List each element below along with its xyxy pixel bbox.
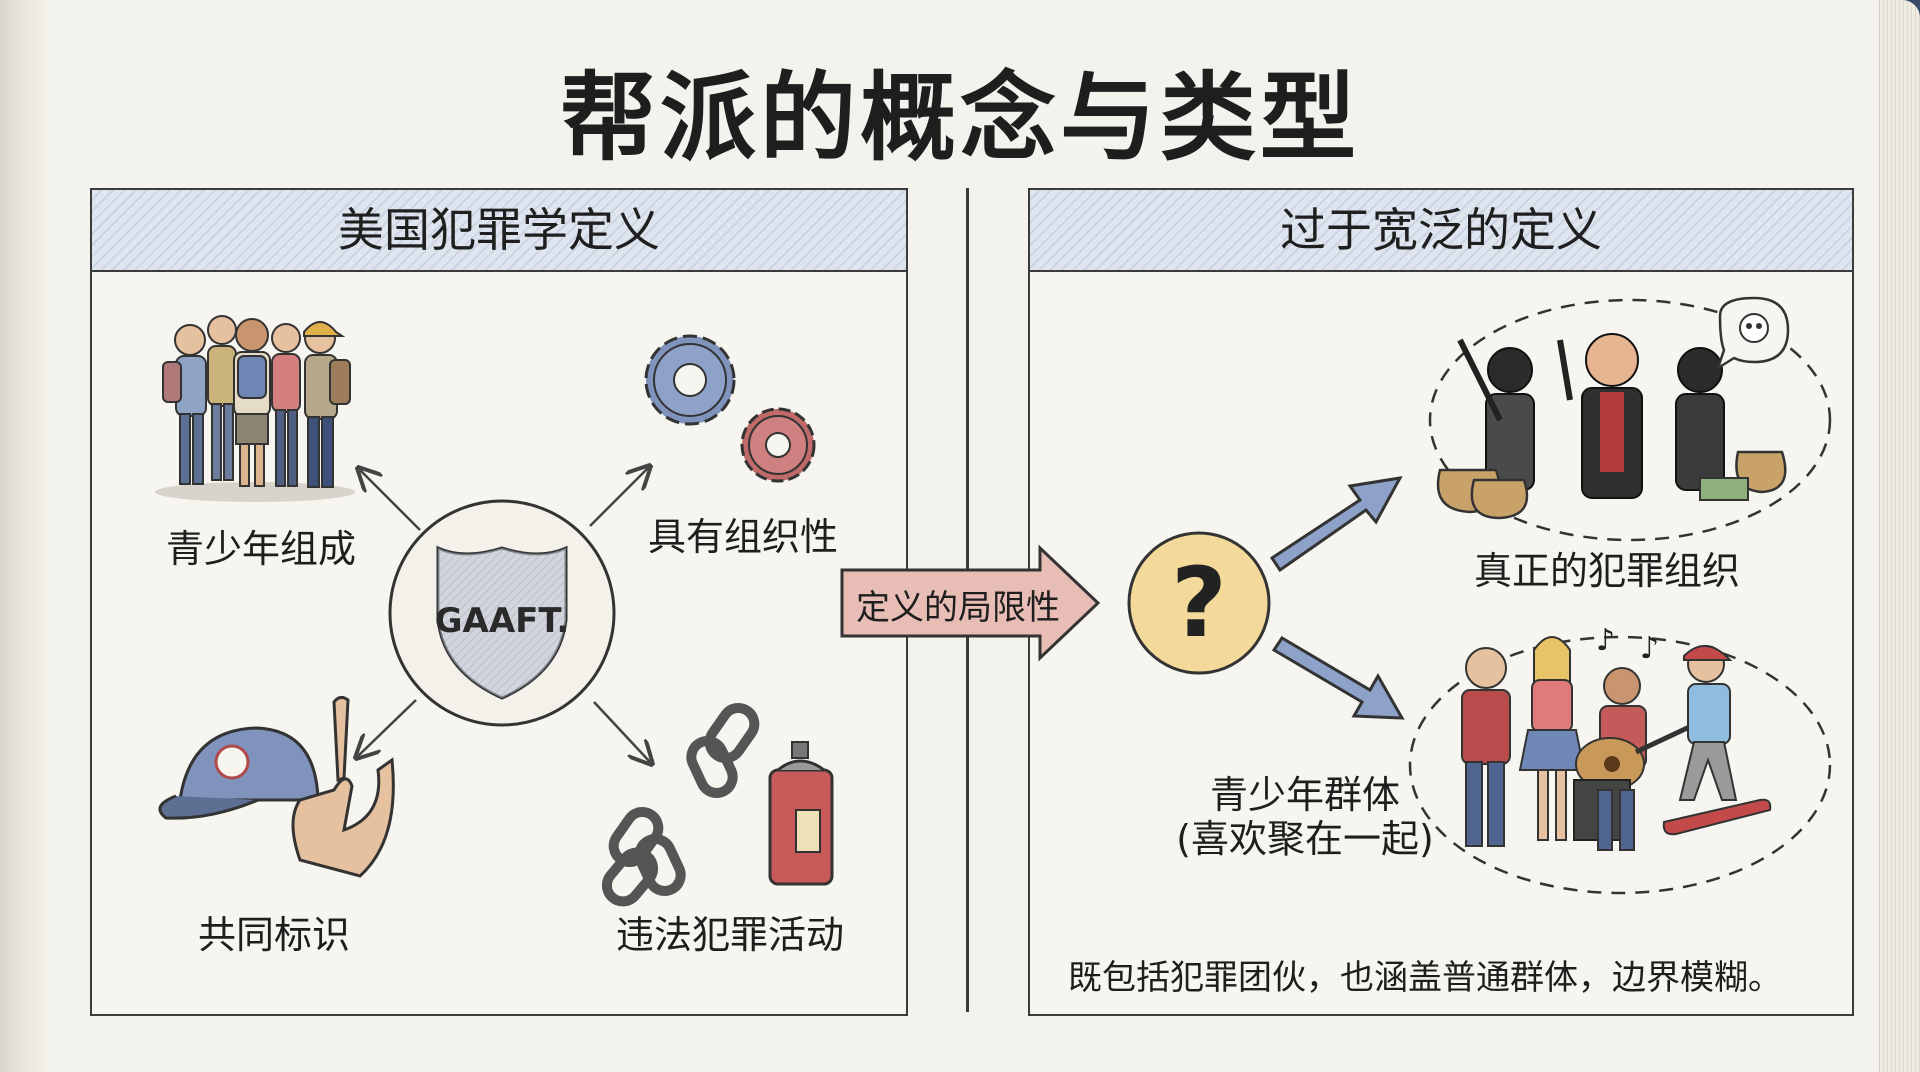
question-mark-text: ? <box>1171 547 1227 659</box>
conclusion-text: 既包括犯罪团伙，也涵盖普通群体，边界模糊。 <box>1068 958 1782 998</box>
teen-group-icon <box>155 315 355 502</box>
question-icon: ? <box>1127 531 1271 675</box>
money-bag-icon <box>1436 450 1787 520</box>
label-youth: 青少年组成 <box>166 527 357 571</box>
hand-sign-icon <box>291 695 395 878</box>
label-crime: 违法犯罪活动 <box>616 913 845 957</box>
skull-bubble-icon <box>1715 296 1790 371</box>
label-organized: 具有组织性 <box>648 515 839 559</box>
page-title: 帮派的概念与类型 <box>560 62 1360 174</box>
cap-icon <box>158 726 320 820</box>
page-binding <box>0 0 52 1072</box>
gears-icon <box>644 334 816 483</box>
badge-text: GAAFT. <box>435 601 570 641</box>
label-limitation: 定义的局限性 <box>856 588 1060 628</box>
label-symbols: 共同标识 <box>198 913 351 957</box>
broken-chain-icon <box>601 702 760 907</box>
friends-music-icon: ♪ ♪ <box>1408 623 1832 895</box>
label-youth-group-note: (喜欢聚在一起) <box>1176 817 1434 861</box>
spray-can-icon <box>768 741 834 886</box>
page-edges <box>1879 0 1920 1072</box>
music-note-2: ♪ <box>1640 631 1659 666</box>
badge-arrows <box>358 468 650 762</box>
gang-badge-icon: GAAFT. <box>388 499 616 727</box>
branch-arrows <box>1269 476 1405 720</box>
label-youth-group: 青少年群体 <box>1209 773 1400 817</box>
skateboard-icon <box>1662 645 1772 836</box>
music-note-1: ♪ <box>1596 623 1615 658</box>
left-panel-heading: 美国犯罪学定义 <box>92 190 906 272</box>
label-real-crime: 真正的犯罪组织 <box>1474 549 1741 593</box>
right-panel-heading: 过于宽泛的定义 <box>1030 190 1852 272</box>
limitation-arrow <box>840 544 1101 662</box>
